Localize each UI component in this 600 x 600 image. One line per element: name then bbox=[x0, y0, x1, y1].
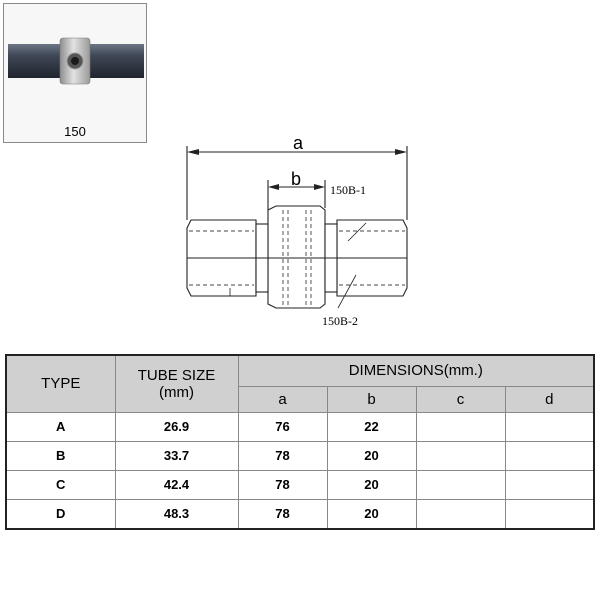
cell-type: B bbox=[5, 440, 116, 471]
header-type: TYPE bbox=[5, 354, 116, 413]
cell-tube-size: 42.4 bbox=[114, 469, 239, 500]
header-col-b: b bbox=[326, 385, 417, 413]
cell-tube-size: 33.7 bbox=[114, 440, 239, 471]
header-dimensions: DIMENSIONS(mm.) bbox=[237, 354, 595, 387]
connector-photo-image bbox=[8, 37, 144, 85]
header-tube-size: TUBE SIZE (mm) bbox=[114, 354, 239, 413]
cell-a: 78 bbox=[237, 469, 328, 500]
part-label-150b-1: 150B-1 bbox=[330, 183, 366, 197]
header-col-c: c bbox=[415, 385, 506, 413]
header-col-a: a bbox=[237, 385, 328, 413]
cell-d bbox=[504, 411, 595, 442]
cell-c bbox=[415, 440, 506, 471]
product-photo: 150 bbox=[3, 3, 147, 143]
header-tube-size-label: TUBE SIZE bbox=[137, 366, 216, 384]
table-row: D 48.3 78 20 bbox=[5, 498, 595, 529]
cell-a: 78 bbox=[237, 498, 328, 529]
header-tube-size-unit: (mm) bbox=[159, 383, 194, 401]
arrow-b-left bbox=[268, 184, 279, 190]
cell-d bbox=[504, 469, 595, 500]
table-row: C 42.4 78 20 bbox=[5, 469, 595, 500]
table-row: A 26.9 76 22 bbox=[5, 411, 595, 442]
leader-150b-2 bbox=[337, 274, 357, 309]
arrow-b-right bbox=[314, 184, 325, 190]
cell-tube-size: 26.9 bbox=[114, 411, 239, 442]
cell-d bbox=[504, 498, 595, 529]
cell-c bbox=[415, 411, 506, 442]
cell-b: 20 bbox=[326, 498, 417, 529]
arrow-a-left bbox=[187, 149, 199, 155]
cell-a: 78 bbox=[237, 440, 328, 471]
cell-b: 20 bbox=[326, 469, 417, 500]
technical-drawing: a b 150B-1 150B-2 bbox=[186, 133, 408, 328]
dimension-label-b: b bbox=[291, 169, 301, 189]
table-row: B 33.7 78 20 bbox=[5, 440, 595, 471]
center-upper-outline bbox=[267, 205, 326, 259]
cell-c bbox=[415, 469, 506, 500]
dimensions-table: TYPE TUBE SIZE (mm) DIMENSIONS(mm.) a b … bbox=[5, 354, 596, 530]
cell-type: C bbox=[5, 469, 116, 500]
header-col-d: d bbox=[504, 385, 595, 413]
cell-type: D bbox=[5, 498, 116, 529]
part-label-150b-2: 150B-2 bbox=[322, 314, 358, 328]
cell-a: 76 bbox=[237, 411, 328, 442]
cell-type: A bbox=[5, 411, 116, 442]
arrow-a-right bbox=[395, 149, 407, 155]
cell-b: 22 bbox=[326, 411, 417, 442]
cell-d bbox=[504, 440, 595, 471]
center-lower-outline bbox=[267, 257, 326, 309]
product-code: 150 bbox=[64, 124, 86, 139]
dimension-label-a: a bbox=[293, 133, 304, 153]
cell-tube-size: 48.3 bbox=[114, 498, 239, 529]
leader-150b-1 bbox=[347, 222, 367, 242]
cell-b: 20 bbox=[326, 440, 417, 471]
cell-c bbox=[415, 498, 506, 529]
